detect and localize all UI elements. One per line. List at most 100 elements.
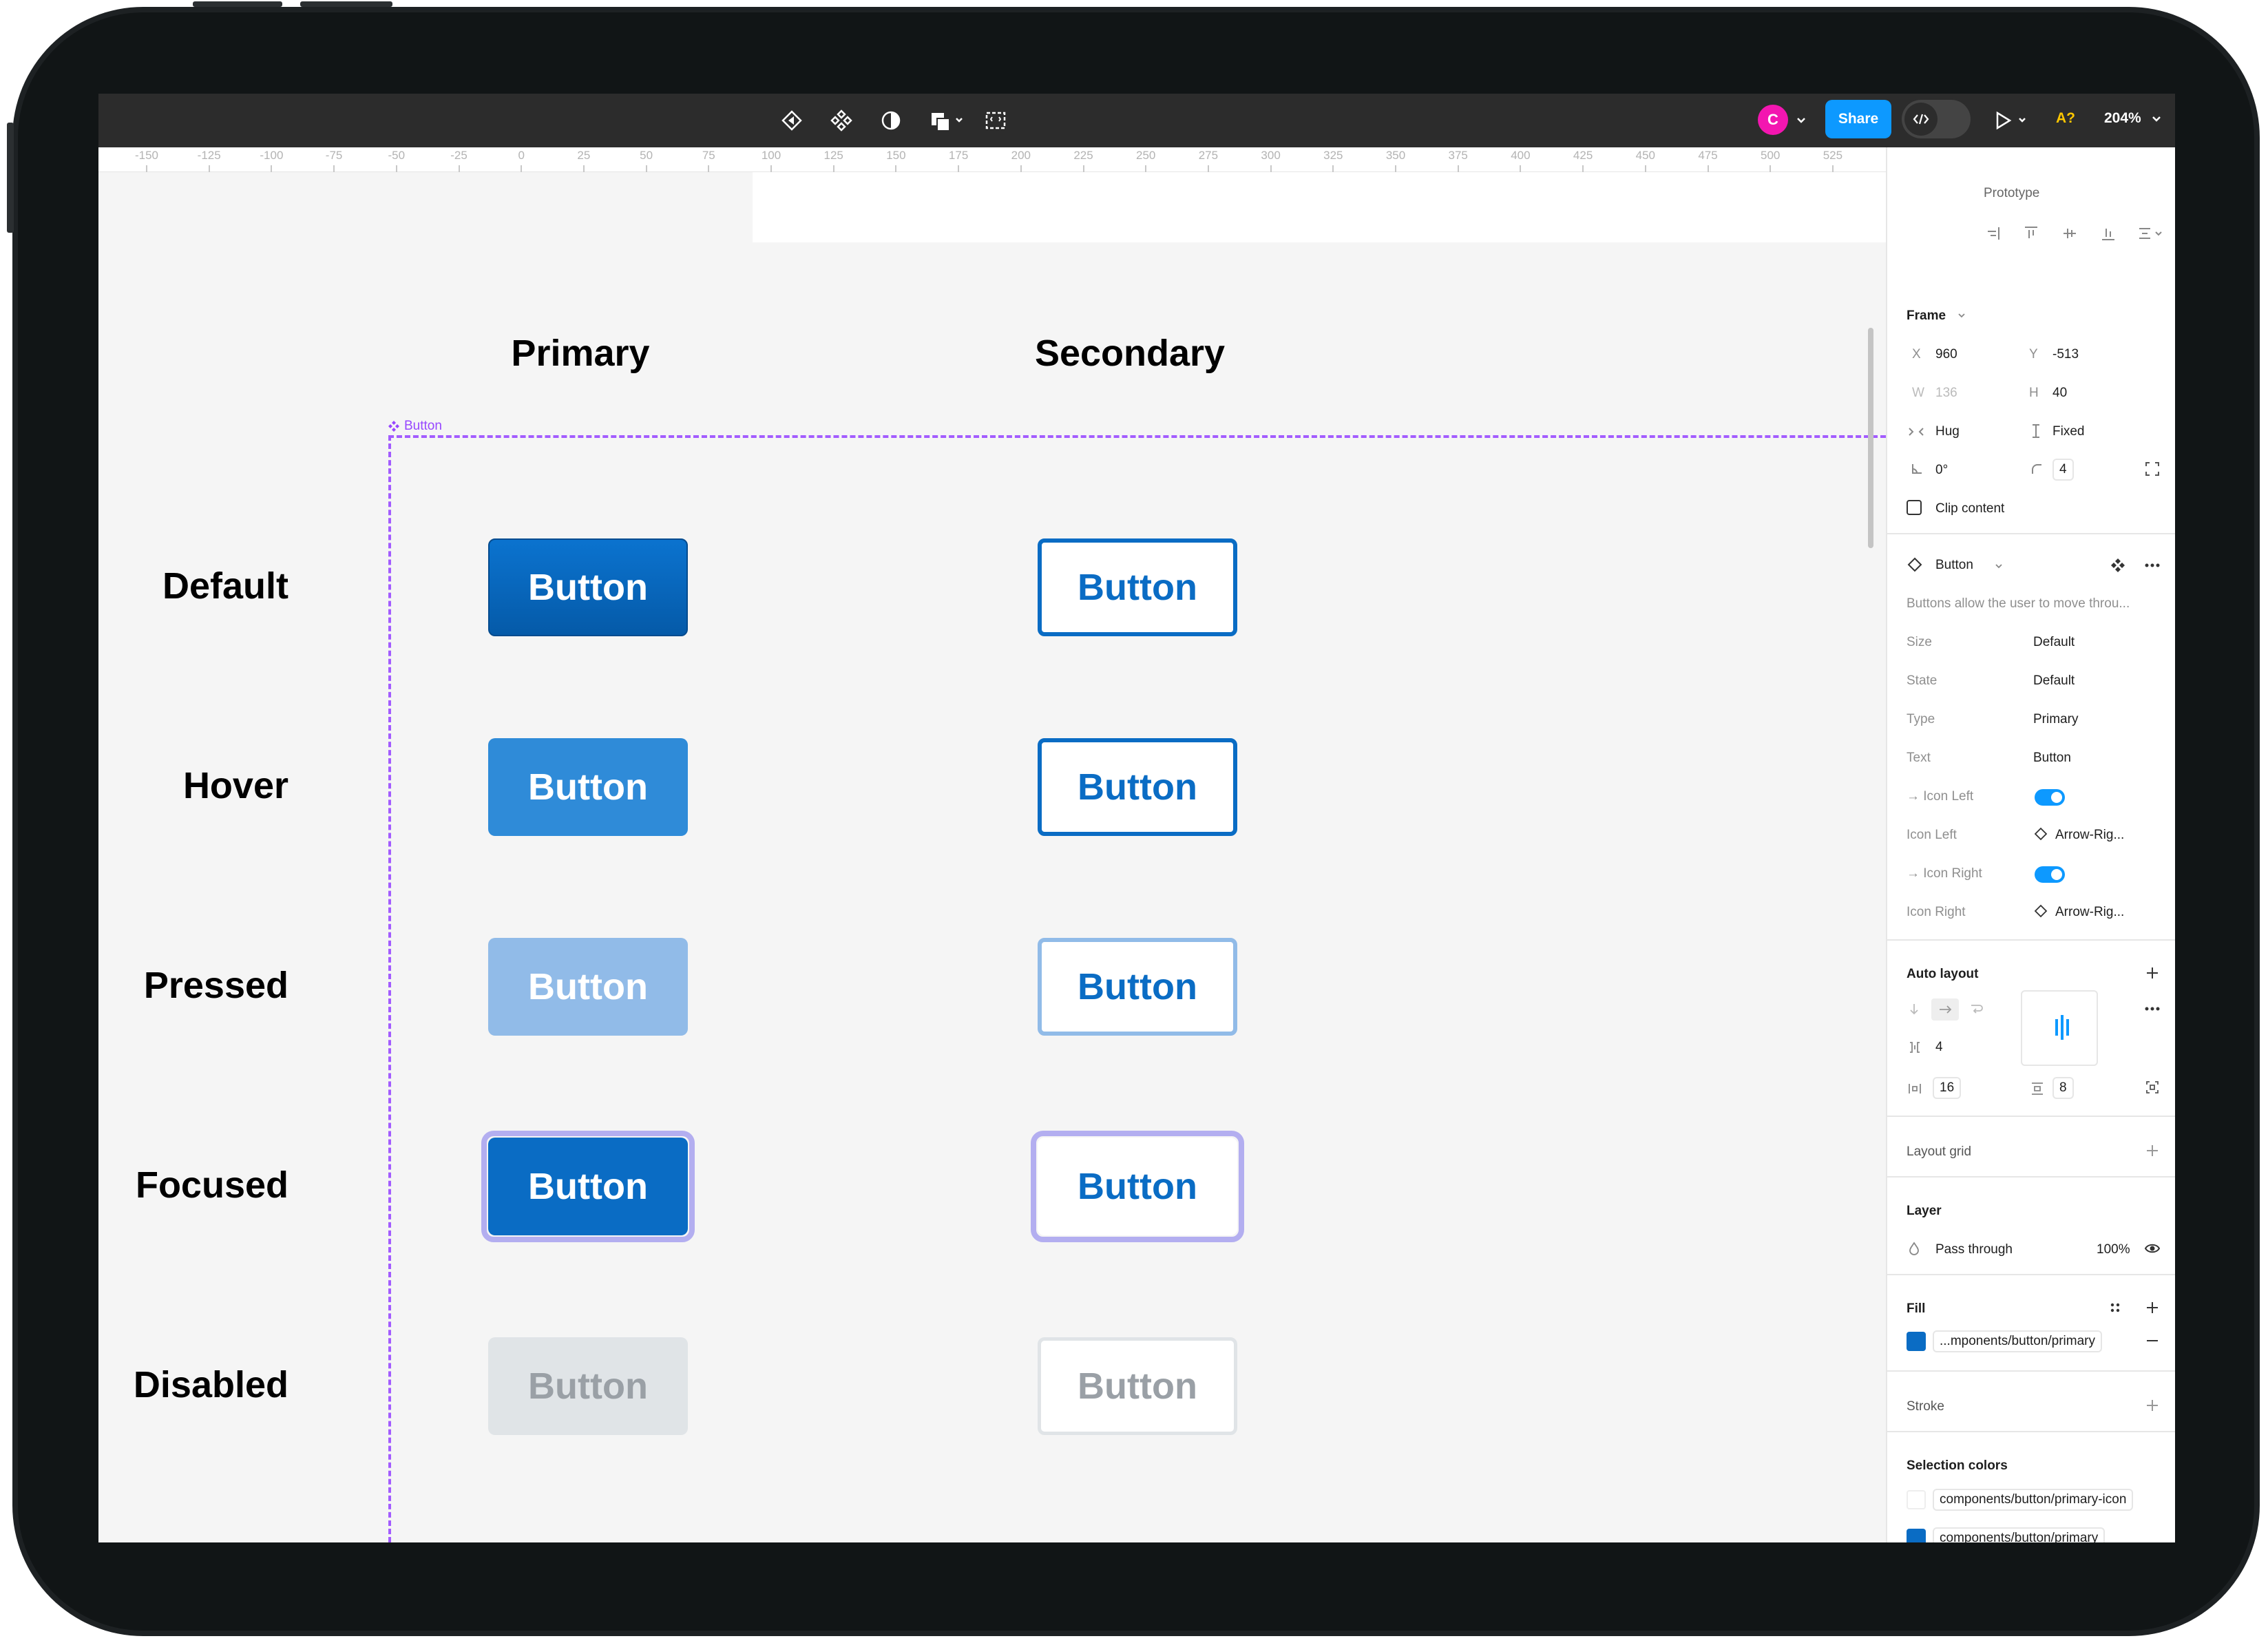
prop-value-icon-left[interactable]: Arrow-Rig... [2055,828,2125,842]
icon-left-toggle[interactable] [2035,789,2065,806]
style-grid-icon[interactable] [2106,1299,2124,1317]
horizontal-padding-input[interactable]: 16 [1933,1077,1962,1099]
wrap-icon[interactable] [1968,1001,1984,1016]
frame-tag[interactable]: Button [388,419,442,434]
vertical-padding-input[interactable]: 8 [2052,1077,2074,1099]
frame-section-title[interactable]: Frame [1907,308,1946,323]
zoom-level[interactable]: 204% [2104,110,2141,126]
go-to-main-component-icon[interactable] [2109,556,2127,574]
ruler-tick [333,165,335,172]
instance-name[interactable]: Button [1935,558,1973,572]
rotation-input[interactable]: 0° [1935,463,1949,477]
icon-right-toggle[interactable] [2035,866,2065,883]
ruler-tick-label: 325 [1323,149,1343,162]
ruler-tick-label: -50 [388,149,406,162]
clip-content-checkbox[interactable] [1907,500,1922,515]
fill-swatch[interactable] [1907,1332,1926,1351]
accessibility-check[interactable]: A? [2056,110,2075,126]
individual-padding-icon[interactable] [2143,1078,2161,1096]
arrow-right-icon [1940,1005,1952,1014]
x-input[interactable]: 960 [1935,347,1957,362]
prop-value-text[interactable]: Button [2033,751,2071,765]
align-top-icon[interactable] [2022,224,2040,242]
chevron-down-icon[interactable] [1992,559,2006,573]
fill-title[interactable]: Fill [1907,1301,1926,1316]
prototype-tab[interactable]: Prototype [1984,186,2040,200]
play-icon[interactable] [1992,107,2033,134]
prop-value-icon-right[interactable]: Arrow-Rig... [2055,905,2125,919]
chevron-down-icon[interactable] [1955,308,1968,322]
layout-grid-title[interactable]: Layout grid [1907,1144,1972,1159]
secondary-focused-button[interactable]: Button [1038,1138,1237,1235]
width-mode-select[interactable]: Hug [1935,424,1960,439]
h-input[interactable]: 40 [2052,386,2068,400]
independent-corners-icon[interactable] [2143,460,2161,478]
distribute-icon[interactable] [2136,224,2164,242]
ruler-tick [1082,165,1084,172]
ruler-tick [770,165,772,172]
auto-layout-title[interactable]: Auto layout [1907,967,1979,981]
frame-code-icon[interactable] [983,107,1009,134]
stroke-title[interactable]: Stroke [1907,1399,1944,1414]
primary-default-button[interactable]: Button [488,538,688,636]
plus-icon[interactable] [2143,1142,2161,1160]
user-avatar[interactable]: C [1758,105,1788,135]
more-options-icon[interactable] [2143,556,2161,574]
selection-color-swatch[interactable] [1907,1529,1926,1542]
ruler-tick-label: 275 [1198,149,1219,162]
alignment-grid[interactable] [2021,990,2098,1066]
focus-ring [481,1131,695,1242]
ruler-tick [1395,165,1396,172]
gap-input[interactable]: 4 [1935,1040,1943,1054]
column-header-primary: Primary [511,333,650,374]
selection-color-swatch[interactable] [1907,1490,1926,1509]
eye-icon[interactable] [2143,1239,2161,1257]
component-icon [388,421,399,432]
secondary-default-button[interactable]: Button [1038,538,1237,636]
align-right-icon[interactable] [1984,224,2002,242]
prop-value-size[interactable]: Default [2033,635,2075,649]
opacity-input[interactable]: 100% [2097,1242,2130,1257]
interactions-icon[interactable] [779,107,805,134]
primary-focused-button[interactable]: Button [488,1138,688,1235]
canvas-scrollbar[interactable] [1868,328,1873,548]
share-button[interactable]: Share [1825,100,1891,138]
fill-style-name[interactable]: ...mponents/button/primary [1933,1330,2102,1352]
secondary-pressed-button[interactable]: Button [1038,938,1237,1036]
secondary-disabled-button: Button [1038,1337,1237,1435]
selection-colors-title[interactable]: Selection colors [1907,1458,2008,1473]
align-middle-icon[interactable] [2061,224,2079,242]
ruler-tick [582,165,585,172]
ruler-tick [708,165,710,172]
plus-icon[interactable] [2143,964,2161,982]
w-input[interactable]: 136 [1935,386,1957,400]
blend-mode-select[interactable]: Pass through [1935,1242,2013,1257]
height-mode-select[interactable]: Fixed [2052,424,2085,439]
corner-radius-input[interactable]: 4 [2052,459,2074,481]
primary-disabled-button: Button [488,1337,688,1435]
chevron-down-icon[interactable] [1794,113,1809,128]
plus-icon[interactable] [2143,1299,2161,1317]
ruler-tick [645,165,647,172]
more-options-icon[interactable] [2143,1000,2161,1018]
primary-hover-button[interactable]: Button [488,738,688,836]
selection-color-name[interactable]: components/button/primary [1933,1527,2106,1542]
primary-pressed-button[interactable]: Button [488,938,688,1036]
layer-title[interactable]: Layer [1907,1204,1942,1218]
y-input[interactable]: -513 [2052,347,2079,362]
dev-mode-toggle[interactable] [1902,100,1971,138]
minus-icon[interactable] [2143,1332,2161,1350]
boolean-icon[interactable] [927,107,969,134]
contrast-icon[interactable] [878,107,904,134]
direction-horizontal-button[interactable] [1931,998,1959,1021]
prop-value-state[interactable]: Default [2033,673,2075,688]
align-bottom-icon[interactable] [2099,224,2117,242]
chevron-down-icon[interactable] [2149,112,2164,127]
secondary-hover-button[interactable]: Button [1038,738,1237,836]
arrow-down-icon[interactable] [1907,1001,1922,1016]
selection-color-name[interactable]: components/button/primary-icon [1933,1489,2134,1511]
component-icon[interactable] [828,107,854,134]
plus-icon[interactable] [2143,1396,2161,1414]
ruler-tick [832,165,834,172]
prop-value-type[interactable]: Primary [2033,712,2079,726]
